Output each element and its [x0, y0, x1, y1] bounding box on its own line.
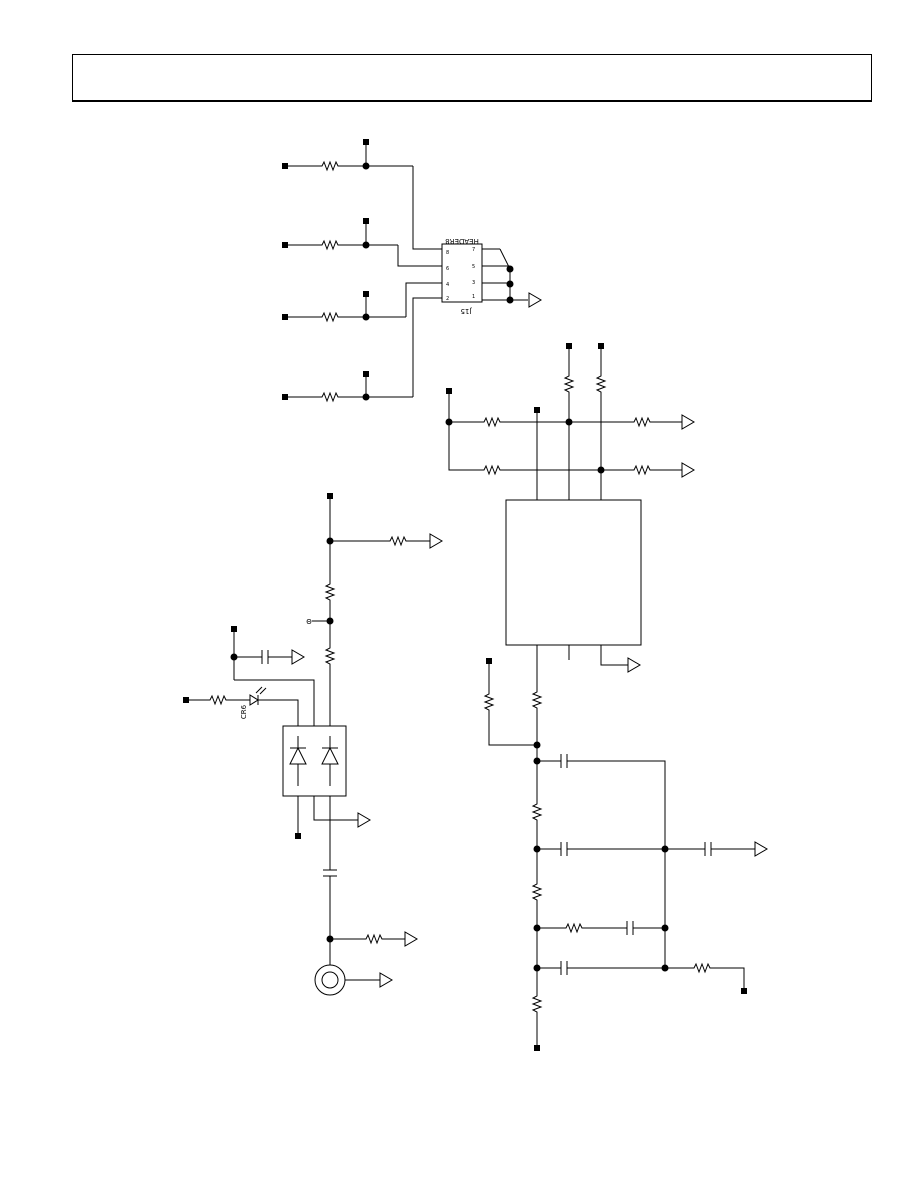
terminal-pad [282, 314, 288, 320]
driver-block: Θ CR6 [183, 493, 443, 996]
resistor [317, 392, 345, 402]
junction-dot [661, 964, 669, 972]
terminal-pad [534, 1045, 540, 1051]
resistor [325, 579, 335, 607]
terminal-pad [363, 218, 369, 224]
junction-dot [506, 280, 514, 288]
resistor [361, 934, 389, 944]
terminal-pad [231, 626, 237, 632]
ground-symbol [681, 414, 695, 430]
terminal-pad [741, 988, 747, 994]
terminal-pad [327, 493, 333, 499]
terminal-pad [566, 343, 572, 349]
resistor [479, 417, 507, 427]
junction-dot [362, 393, 370, 401]
resistor [596, 371, 606, 399]
input-row-4 [282, 371, 413, 402]
terminal-pad [282, 394, 288, 400]
led-icon [249, 694, 259, 706]
header-refdes-label: J15 [461, 307, 473, 315]
pin-label: 6 [446, 266, 449, 272]
junction-dot [506, 296, 514, 304]
terminal-pad [446, 388, 452, 394]
terminal-pad [534, 407, 540, 413]
terminal-pad [598, 343, 604, 349]
terminal-pad [295, 833, 301, 839]
pin-label: 1 [472, 294, 475, 300]
resistor [564, 371, 574, 399]
ground-symbol [627, 657, 641, 673]
ground-symbol [404, 931, 418, 947]
junction-dot [533, 924, 541, 932]
resistor [629, 417, 657, 427]
terminal-pad [363, 291, 369, 297]
header-part-label: HEADER8 [445, 237, 479, 245]
junction-dot [661, 845, 669, 853]
resistor [532, 799, 542, 827]
junction-dot [533, 964, 541, 972]
pin-label: 8 [446, 250, 449, 256]
test-point-label: Θ [306, 618, 312, 626]
input-row-3 [282, 291, 406, 322]
junction-dot [506, 265, 514, 273]
resistor [479, 465, 507, 475]
junction-dot [565, 418, 573, 426]
junction-dot [362, 162, 370, 170]
input-row-2 [282, 218, 398, 250]
terminal-pad [363, 371, 369, 377]
header-connector-block: HEADER8 J15 8 6 4 2 7 5 3 1 [282, 139, 542, 402]
resistor [484, 689, 494, 717]
header-j15-body [441, 243, 483, 303]
ground-symbol [429, 533, 443, 549]
resistor [689, 963, 717, 973]
ground-symbol [681, 462, 695, 478]
junction-dot [533, 741, 541, 749]
pin-label: 4 [446, 282, 449, 288]
resistor [532, 991, 542, 1019]
pin-label: 3 [472, 280, 475, 286]
resistor [561, 923, 589, 933]
resistor [317, 161, 345, 171]
ground-symbol [754, 841, 768, 857]
title-block [72, 54, 872, 102]
input-row-1 [282, 139, 413, 171]
ic-block [445, 343, 768, 1051]
resistor [532, 879, 542, 907]
resistor [205, 695, 233, 705]
junction-dot [445, 418, 453, 426]
resistor [385, 536, 413, 546]
terminal-pad [363, 139, 369, 145]
junction-dot [597, 466, 605, 474]
resistor [317, 240, 345, 250]
resistor [317, 312, 345, 322]
ic-body [505, 499, 642, 646]
terminal-pad [486, 658, 492, 664]
junction-dot [661, 924, 669, 932]
terminal-pad [282, 163, 288, 169]
terminal-pad [282, 242, 288, 248]
ground-symbol [357, 812, 371, 828]
pin-label: 2 [446, 296, 449, 302]
ground-symbol [379, 972, 393, 988]
pin-label: 7 [472, 247, 475, 253]
led-refdes-label: CR6 [240, 704, 248, 719]
resistor [532, 687, 542, 715]
resistor [629, 465, 657, 475]
junction-dot [362, 313, 370, 321]
resistor [325, 643, 335, 671]
junction-dot [533, 845, 541, 853]
terminal-pad [183, 697, 189, 703]
junction-dot [533, 757, 541, 765]
junction-dot [362, 241, 370, 249]
ground-symbol [528, 292, 542, 308]
ground-symbol [291, 649, 305, 665]
pin-label: 5 [472, 264, 475, 270]
